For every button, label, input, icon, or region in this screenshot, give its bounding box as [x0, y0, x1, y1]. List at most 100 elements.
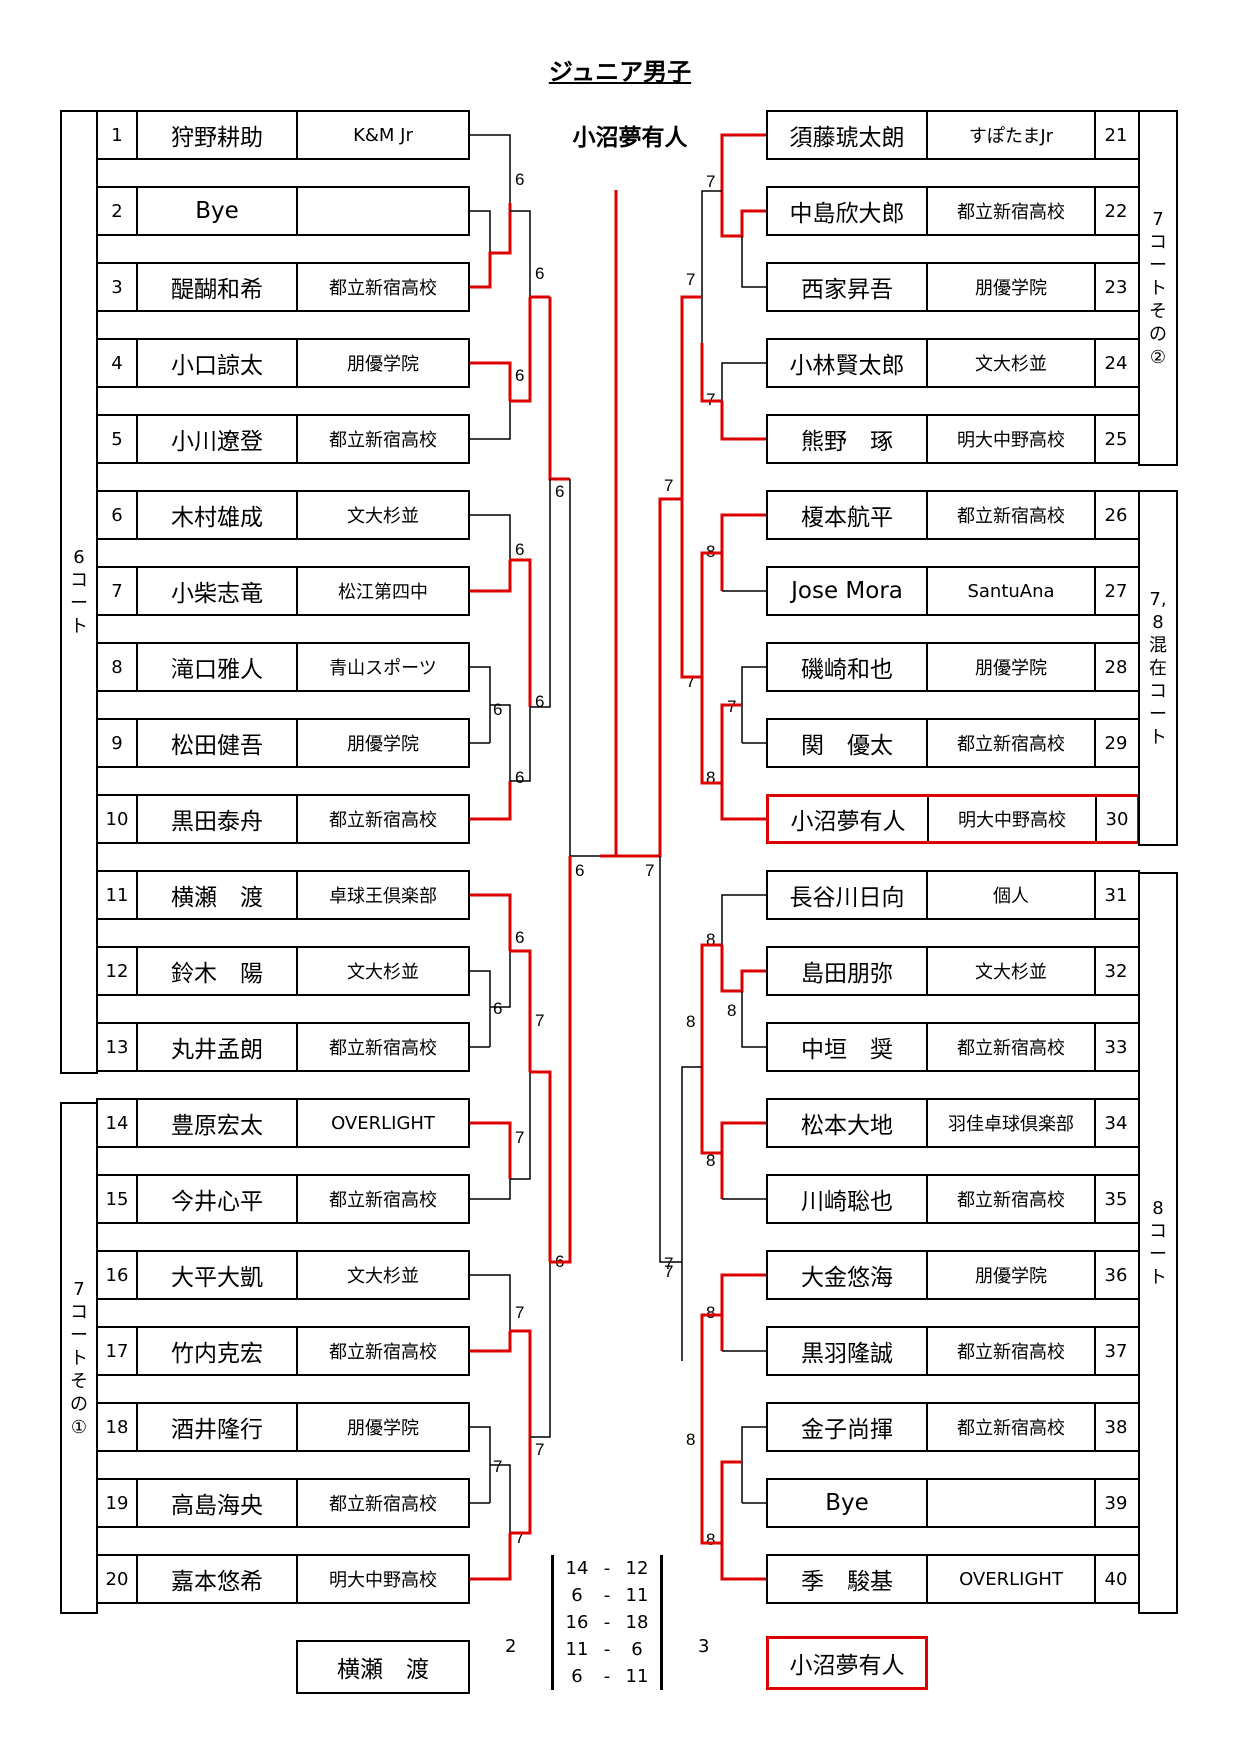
court-number: 8: [706, 1151, 715, 1170]
winner-path: [510, 1437, 532, 1535]
draw-number: 11: [98, 872, 138, 918]
club-name: 文大杉並: [347, 962, 419, 983]
court-label-left-top: 6コート: [60, 110, 98, 1074]
court-number: 7: [664, 1262, 673, 1281]
game-score: 16-18: [554, 1609, 660, 1636]
score-dash: -: [603, 1558, 611, 1579]
court-number: 8: [706, 1303, 715, 1322]
player-row: 磯崎和也朋優学院 28: [766, 642, 1140, 692]
court-label-left-bottom: 7コートその①: [60, 1102, 98, 1614]
club-name: OVERLIGHT: [331, 1112, 435, 1134]
game-score: 6-11: [554, 1663, 660, 1690]
draw-number: 30: [1105, 808, 1129, 830]
player-name: 鈴木 陽: [138, 948, 298, 994]
winner-path: [720, 945, 766, 993]
draw-number: 28: [1104, 656, 1128, 678]
bracket-path: [490, 1464, 511, 1579]
winner-path: [700, 943, 722, 1155]
club-name: すぽたまJr: [928, 112, 1096, 158]
winner-path: [470, 361, 512, 401]
game-score: 6-11: [554, 1582, 660, 1609]
bracket-path: [470, 970, 491, 1047]
player-name: 島田朋弥: [768, 948, 928, 994]
player-name: 季 駿基: [768, 1556, 928, 1602]
court-number: 7: [686, 270, 695, 289]
draw-number: 4: [98, 340, 138, 386]
court-number: 8: [686, 1430, 695, 1449]
club-name: 明大中野高校: [929, 797, 1097, 841]
court-label-right-mid: 7,8混在コート: [1138, 490, 1178, 846]
winner-path: [510, 297, 532, 403]
draw-number: 15: [98, 1176, 138, 1222]
player-name: 狩野耕助: [138, 112, 298, 158]
court-label-right-bottom: 8コート: [1138, 872, 1178, 1614]
bracket-path: [470, 1179, 511, 1200]
player-name: 松本大地: [768, 1100, 928, 1146]
player-name: 西家昇吾: [768, 264, 928, 310]
club-name: 朋優学院: [928, 644, 1096, 690]
bracket-path: [530, 479, 551, 708]
club-name: 朋優学院: [928, 1252, 1096, 1298]
score-left: 16: [565, 1612, 589, 1633]
bracket-path: [741, 666, 766, 743]
court-number: 6: [515, 366, 524, 385]
player-name: 中島欣大郎: [768, 188, 928, 234]
player-name: 木村雄成: [138, 492, 298, 538]
bracket-path: [470, 210, 491, 277]
club-name: 都立新宿高校: [329, 430, 437, 451]
player-name: 大平大凱: [138, 1252, 298, 1298]
club-name: 都立新宿高校: [928, 188, 1096, 234]
player-name: 小口諒太: [138, 340, 298, 386]
player-name: 酒井隆行: [138, 1404, 298, 1450]
draw-number: 39: [1104, 1492, 1128, 1514]
player-name: Jose Mora: [768, 568, 928, 614]
bracket-path: [510, 707, 531, 782]
player-name: Bye: [768, 1480, 928, 1526]
winner-path: [548, 297, 570, 481]
court-number: 6: [515, 540, 524, 559]
bracket-path: [681, 1066, 702, 1361]
score-right: 6: [631, 1639, 643, 1660]
draw-number: 2: [98, 188, 138, 234]
draw-number: 18: [98, 1404, 138, 1450]
court-number: 6: [555, 482, 564, 501]
right-finalist-box: 小沼夢有人: [766, 1636, 928, 1690]
court-number: 7: [535, 1440, 544, 1459]
bracket-path: [470, 666, 491, 743]
bracket-path: [741, 236, 766, 288]
club-name: 朋優学院: [347, 1418, 419, 1439]
player-name: 小林賢太郎: [768, 340, 928, 386]
player-name: 黒田泰舟: [138, 796, 298, 842]
club-name: 都立新宿高校: [329, 1190, 437, 1211]
player-name: 今井心平: [138, 1176, 298, 1222]
bracket-path: [510, 210, 531, 297]
draw-number: 35: [1104, 1188, 1128, 1210]
draw-number: 36: [1104, 1264, 1128, 1286]
winner-path: [470, 560, 512, 593]
court-number: 6: [515, 768, 524, 787]
court-number: 6: [535, 692, 544, 711]
draw-number: 29: [1104, 732, 1128, 754]
player-name: 磯崎和也: [768, 644, 928, 690]
draw-number: 33: [1104, 1036, 1128, 1058]
winner-path: [720, 1121, 766, 1199]
court-number: 7: [515, 1528, 524, 1547]
